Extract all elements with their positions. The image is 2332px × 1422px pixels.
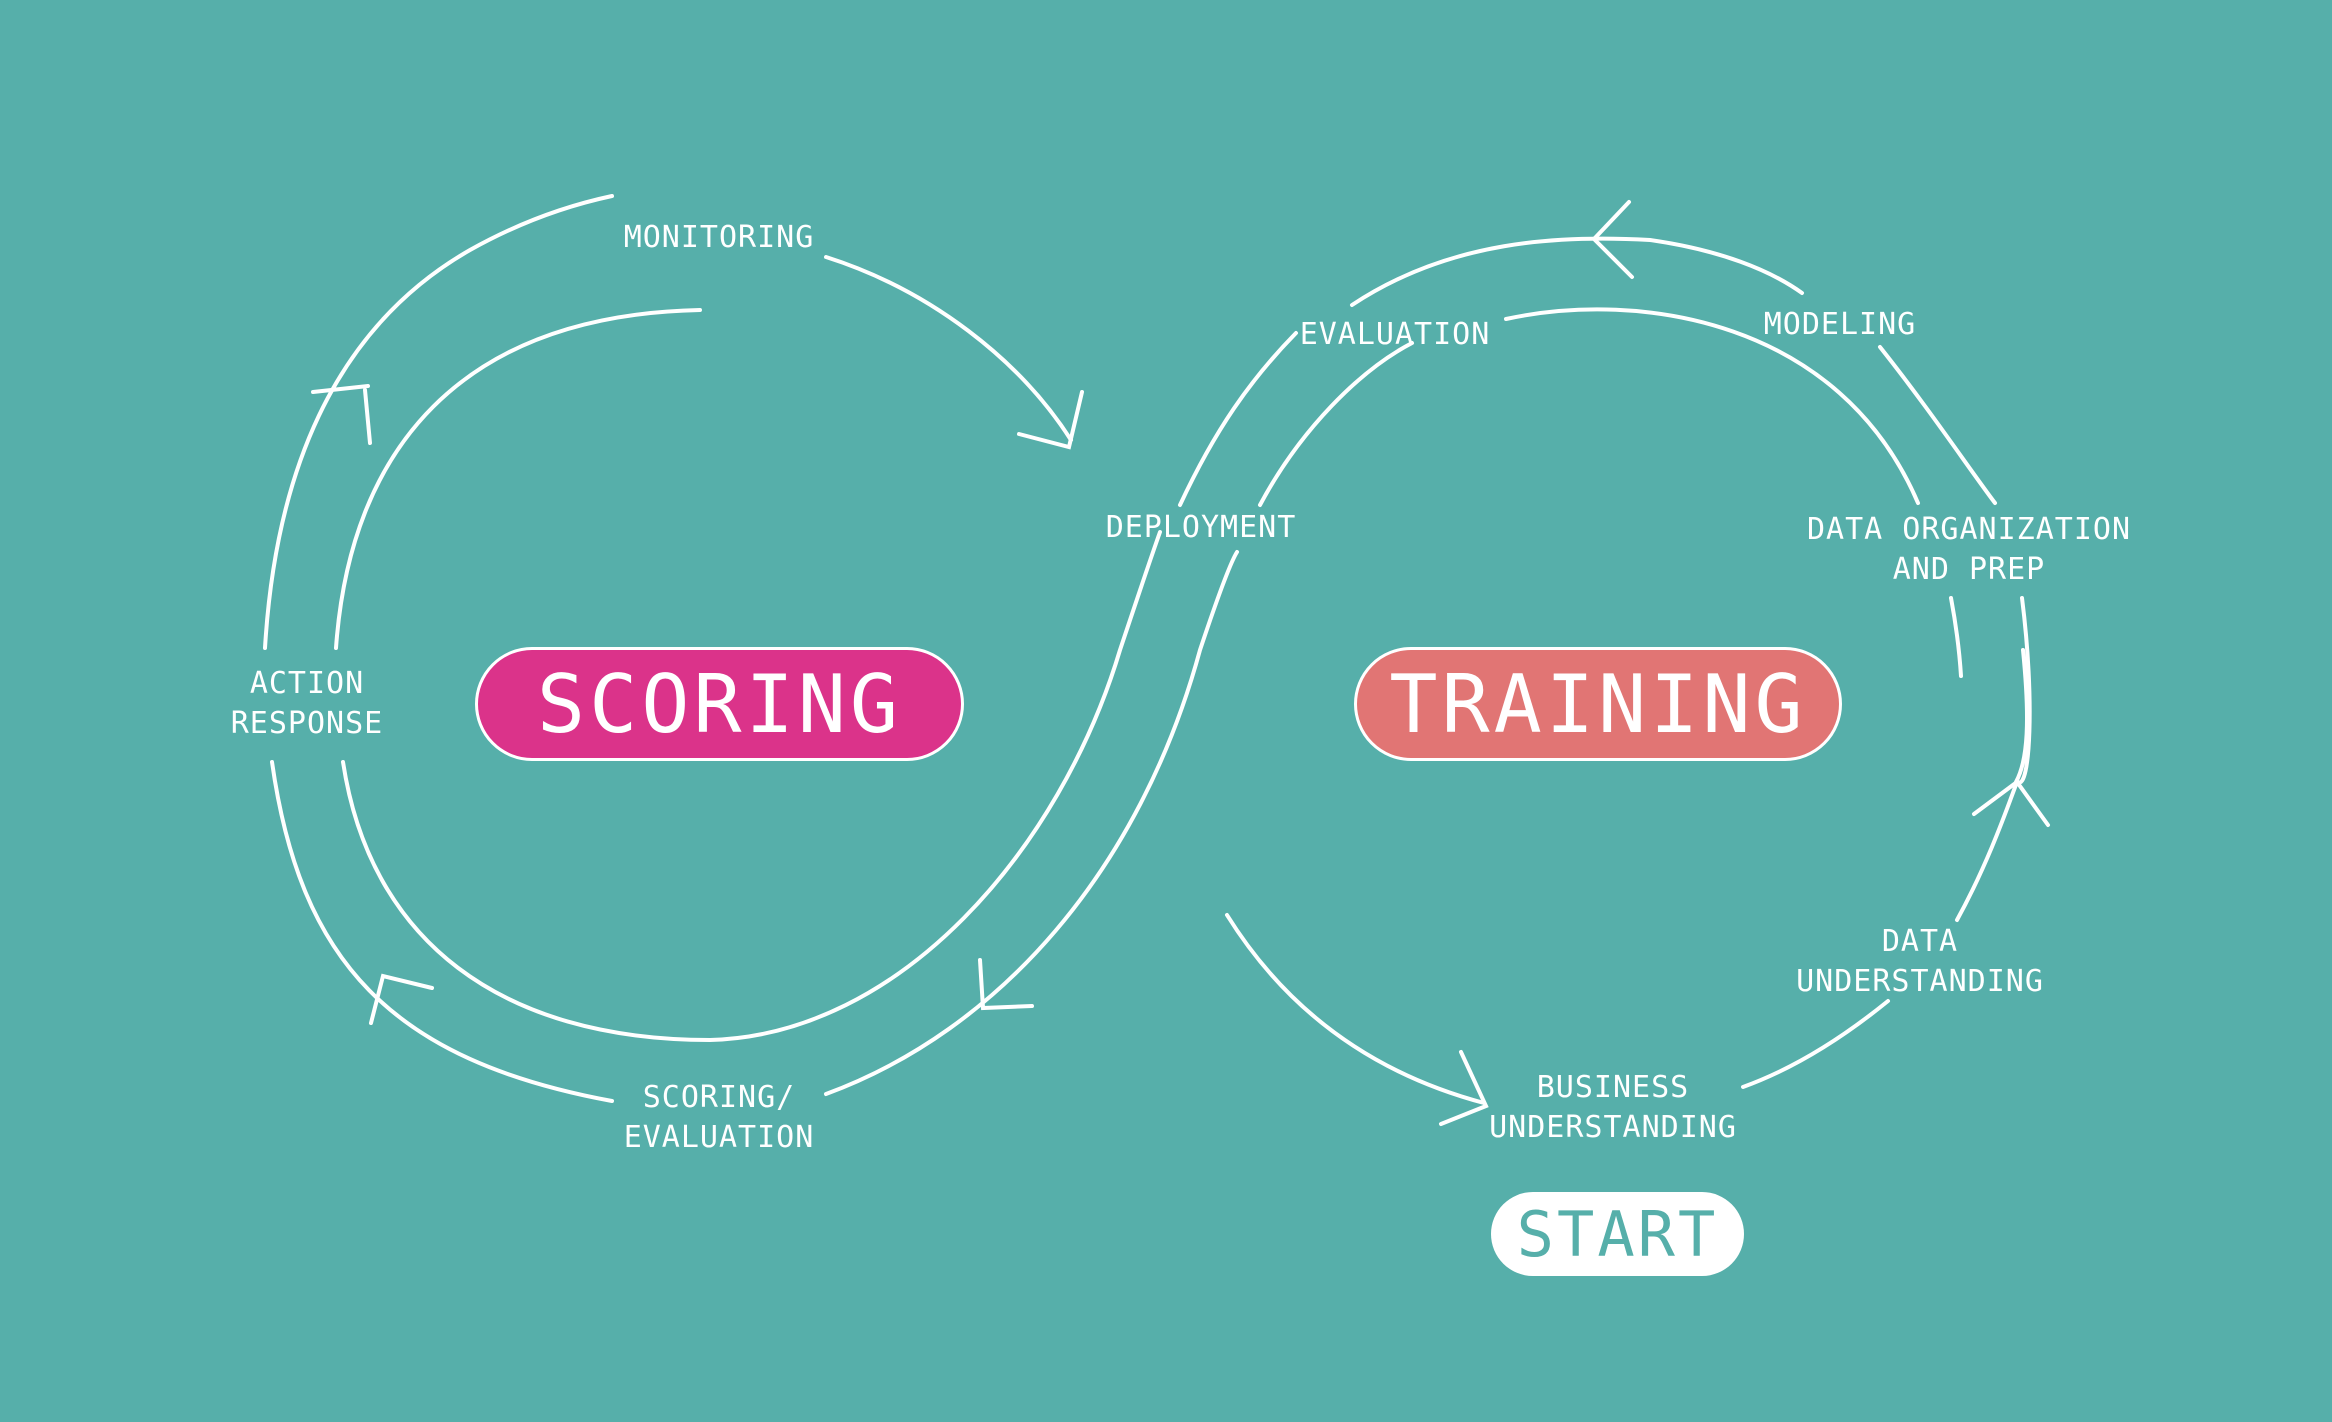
label-scoring-evaluation: SCORING/ EVALUATION (624, 1078, 815, 1158)
training-hub: TRAINING (1354, 647, 1842, 761)
arrow-head-up-right (1972, 779, 2050, 827)
arrow-head-down-s-curve (978, 958, 1034, 1011)
outer-arc-modeling-to-data-org (1878, 345, 1997, 505)
inner-segment-right (1949, 596, 1963, 678)
outer-bridge-deployment-to-evaluation (1178, 331, 1298, 507)
inner-arc-top-left (334, 308, 702, 650)
label-data-organization: DATA ORGANIZATION AND PREP (1807, 510, 2131, 590)
label-data-org-line2: AND PREP (1892, 552, 2046, 587)
start-badge: START (1491, 1192, 1744, 1276)
label-modeling: MODELING (1763, 307, 1917, 342)
label-data-und-line1: DATA (1881, 924, 1959, 959)
label-action-line1: ACTION (249, 666, 365, 701)
outer-arc-action-to-monitoring (263, 194, 614, 650)
scoring-hub: SCORING (475, 647, 964, 761)
label-evaluation: EVALUATION (1299, 317, 1491, 352)
label-action-line2: RESPONSE (230, 706, 384, 741)
label-action-response: ACTION RESPONSE (231, 664, 384, 744)
arrow-head-right-business (1439, 1050, 1489, 1126)
outer-arc-evaluation-to-modeling (1350, 236, 1804, 307)
label-data-understanding: DATA UNDERSTANDING (1796, 922, 2044, 1002)
label-scoring-eval-line2: EVALUATION (623, 1120, 815, 1155)
arrow-head-left-top (1591, 200, 1634, 279)
arrow-head-down-monitoring (1017, 390, 1084, 450)
outer-s-curve (824, 550, 1239, 1096)
inner-bridge-deployment-to-evaluation (1258, 341, 1414, 507)
outer-arc-right-down (2014, 596, 2032, 785)
label-business-line2: UNDERSTANDING (1489, 1110, 1737, 1145)
label-data-und-line2: UNDERSTANDING (1796, 964, 2044, 999)
inner-arc-top-right (1504, 307, 1920, 505)
arc-data-und-to-business (1741, 999, 1890, 1089)
outer-arc-action-to-scoring-eval (270, 760, 614, 1103)
arc-monitoring-to-deployment (824, 255, 1073, 442)
label-business-understanding: BUSINESS UNDERSTANDING (1489, 1068, 1737, 1148)
label-business-line1: BUSINESS (1536, 1070, 1690, 1105)
label-scoring-eval-line1: SCORING/ (642, 1080, 796, 1115)
arrow-head-up-lower-left (369, 973, 434, 1025)
label-monitoring: MONITORING (623, 220, 815, 255)
label-data-org-line1: DATA ORGANIZATION (1806, 512, 2132, 547)
arc-bridge-to-business (1225, 913, 1486, 1105)
outer-arc-data-und-to-arrow (1955, 780, 2019, 922)
label-deployment: DEPLOYMENT (1105, 510, 1297, 545)
inner-arc-bottom-and-s-curve (341, 530, 1162, 1043)
arrow-head-up-left (311, 384, 372, 445)
